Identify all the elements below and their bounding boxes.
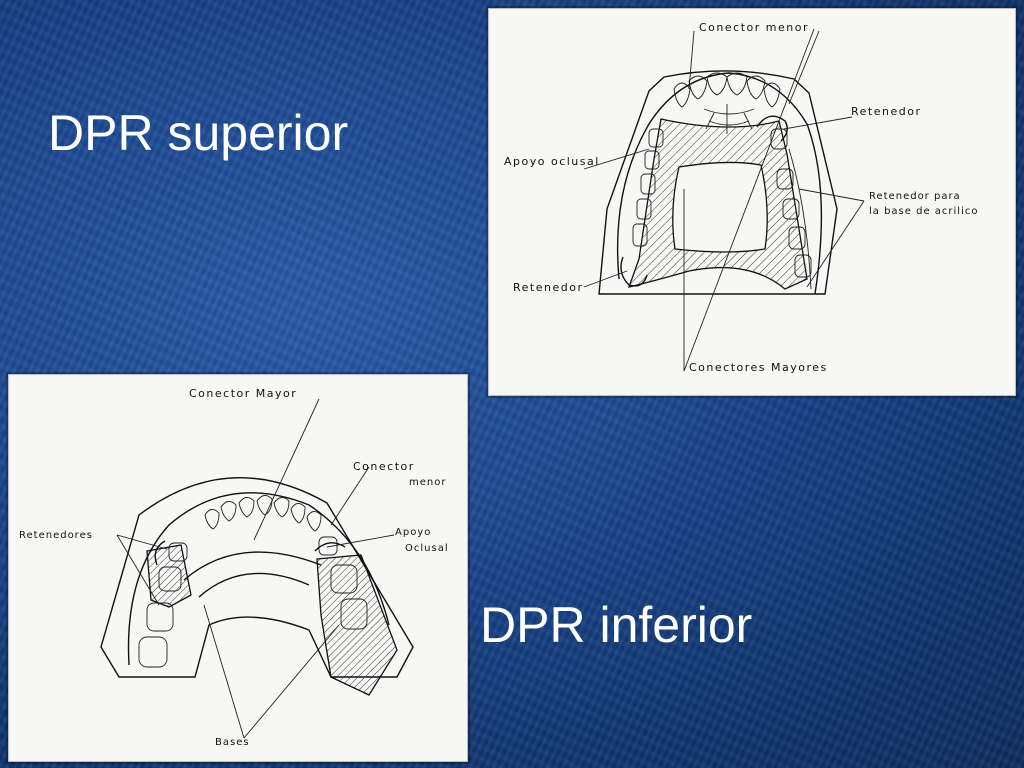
lower-left-base bbox=[146, 544, 192, 608]
label-base-de-acrilico: la base de acrilico bbox=[869, 206, 978, 217]
lower-major-connector bbox=[183, 551, 322, 581]
label-apoyo: Apoyo bbox=[395, 527, 431, 538]
upper-palatal-opening bbox=[672, 161, 768, 253]
lower-leader-lines bbox=[116, 398, 395, 739]
upper-right-posterior-teeth bbox=[770, 128, 812, 278]
label-conector-mayor: Conector Mayor bbox=[189, 387, 297, 400]
lower-left-clasp bbox=[154, 540, 166, 566]
label-bases: Bases bbox=[215, 737, 250, 748]
upper-denture-drawing: Conector menor Retenedor Apoyo oclusal R… bbox=[504, 21, 978, 374]
lower-right-clasp bbox=[314, 542, 346, 552]
label-conector-menor: Conector menor bbox=[699, 21, 809, 34]
upper-acrylic-retainer bbox=[788, 148, 812, 290]
lower-right-base bbox=[316, 554, 398, 696]
label-apoyo-oclusal: Apoyo oclusal bbox=[504, 155, 600, 168]
label-retenedor-left: Retenedor bbox=[513, 281, 583, 294]
upper-leader-lines bbox=[583, 28, 865, 372]
upper-left-clasp bbox=[620, 256, 648, 287]
lower-left-posterior-teeth bbox=[138, 542, 188, 668]
label-retenedores: Retenedores bbox=[19, 530, 93, 541]
title-dpr-superior: DPR superior bbox=[48, 105, 349, 161]
upper-anterior-teeth bbox=[673, 72, 781, 108]
label-retenedor-para: Retenedor para bbox=[869, 191, 961, 202]
label-oclusal: Oclusal bbox=[405, 543, 449, 554]
upper-denture-diagram: Conector menor Retenedor Apoyo oclusal R… bbox=[488, 8, 1016, 396]
lower-major-connector-inner bbox=[198, 572, 310, 598]
title-dpr-inferior: DPR inferior bbox=[480, 597, 753, 653]
upper-left-posterior-teeth bbox=[632, 128, 664, 247]
upper-right-clasp bbox=[756, 115, 788, 142]
upper-arch-outer bbox=[616, 72, 823, 295]
upper-palatal-rugae bbox=[703, 104, 755, 134]
lower-right-posterior-teeth bbox=[318, 536, 368, 630]
label-retenedor-top: Retenedor bbox=[851, 105, 921, 118]
lower-cast-outline bbox=[100, 477, 414, 678]
label-conector: Conector bbox=[353, 460, 415, 473]
label-conectores-mayores: Conectores Mayores bbox=[689, 361, 828, 374]
lower-denture-drawing: Conector Mayor Conector menor Retenedore… bbox=[19, 387, 449, 748]
lower-anterior-teeth bbox=[204, 495, 322, 532]
label-menor: menor bbox=[409, 477, 446, 488]
lower-denture-diagram: Conector Mayor Conector menor Retenedore… bbox=[8, 374, 468, 762]
